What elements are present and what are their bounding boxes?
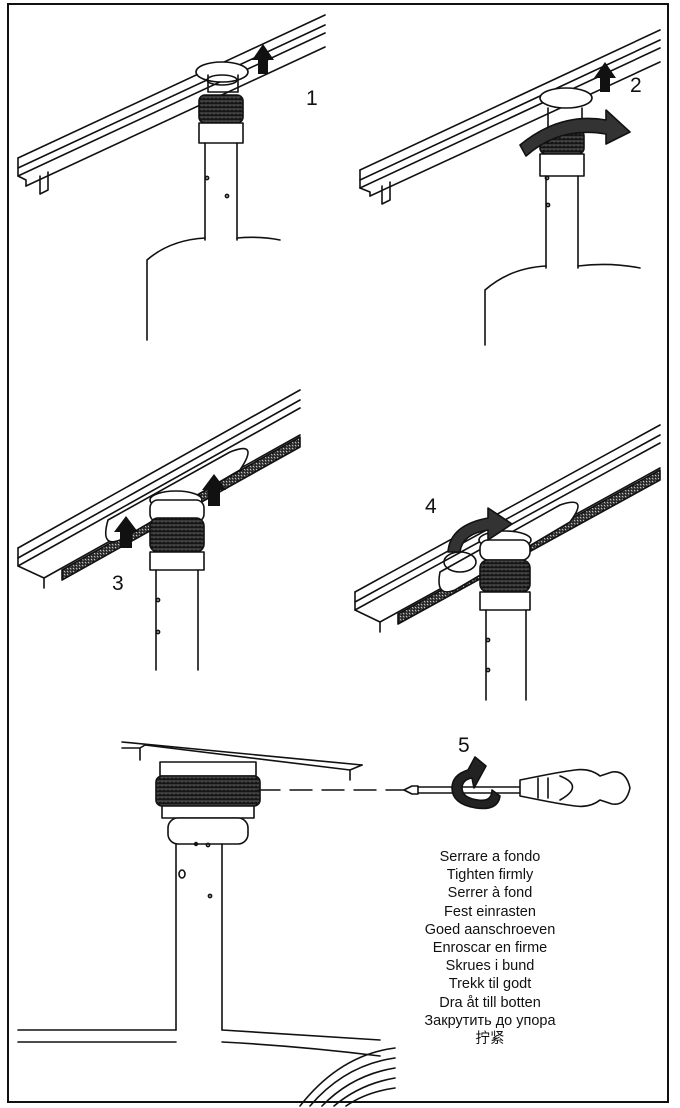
- step-label: 3: [112, 572, 124, 595]
- step-3-tube: [155, 569, 199, 671]
- step-4-tube: [485, 609, 527, 701]
- step-2-arrow: [594, 62, 616, 92]
- step-label: 5: [458, 734, 470, 757]
- instruction-line: Skrues i bund: [445, 958, 535, 975]
- step-label: 2: [630, 74, 642, 97]
- instruction-line: Tighten firmly: [446, 867, 534, 884]
- screwdriver-icon: [403, 768, 631, 808]
- step-2-rotate-arrow: [519, 109, 631, 157]
- instruction-line: Enroscar en firme: [432, 940, 548, 957]
- step-label: 4: [425, 495, 437, 518]
- instruction-line: Serrer à fond: [447, 885, 533, 902]
- step-label: 1: [306, 87, 318, 110]
- collar: [167, 817, 249, 845]
- step-3-arrow: [202, 474, 226, 506]
- step-3-illustration: 3: [17, 389, 301, 671]
- knurled-ring: [155, 761, 261, 819]
- step-2-tube: [484, 175, 641, 346]
- cap-and-knurl: [478, 530, 532, 611]
- step-3-arrow: [114, 516, 138, 548]
- rail-profile: [17, 14, 326, 195]
- step-5-illustration: 5: [17, 734, 631, 1107]
- step-1-illustration: 1: [17, 14, 326, 341]
- instruction-line: Fest einrasten: [444, 903, 536, 920]
- instruction-line: Trekk til godt: [448, 976, 532, 993]
- instruction-line: 拧紧: [475, 1031, 505, 1048]
- step-2-illustration: 2: [359, 29, 661, 346]
- instruction-line: Serrare a fondo: [439, 849, 541, 865]
- step-1-tube: [146, 142, 281, 341]
- ceiling-plate: [121, 741, 363, 781]
- instruction-line: Закрутить до упора: [424, 1012, 556, 1029]
- cap-and-knurl: [195, 61, 249, 144]
- step-4-rotate-arrow: [447, 507, 513, 553]
- step-5-tube: [175, 841, 223, 1031]
- instruction-line: Dra åt till botten: [439, 994, 541, 1011]
- instruction-text-list: Serrare a fondo Tighten firmly Serrer à …: [360, 848, 620, 1048]
- cap-and-knurl: [149, 490, 205, 571]
- step-1-arrow: [252, 44, 274, 74]
- base-body: [17, 1029, 396, 1107]
- step-4-illustration: 4: [354, 424, 661, 701]
- instruction-line: Goed aanschroeven: [424, 921, 556, 938]
- step-5-rotate-arrow: [451, 756, 501, 810]
- rail-profile: [359, 29, 661, 205]
